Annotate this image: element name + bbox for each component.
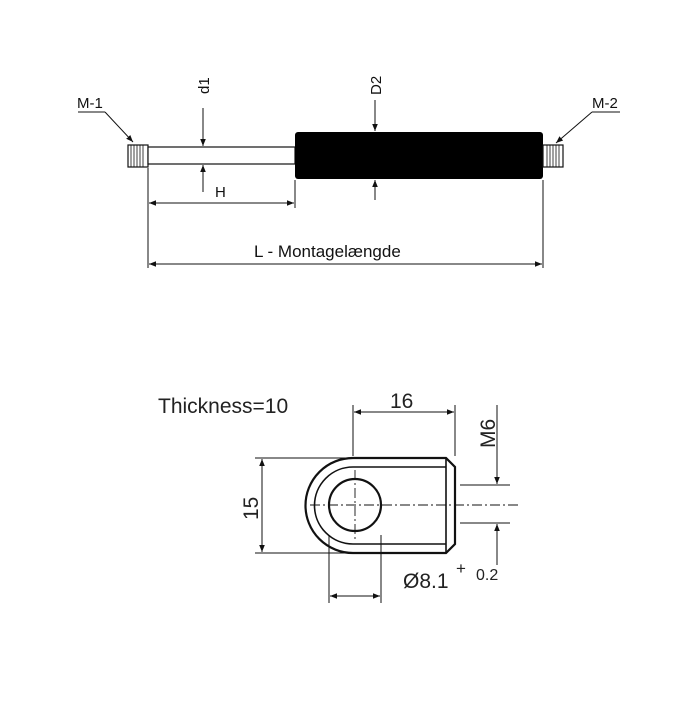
label-bore: Ø8.1 [403, 570, 449, 593]
eyelet-drawing: Thickness=10 16 M6 [158, 390, 520, 603]
thread-m1 [127, 144, 149, 168]
thread-m2 [542, 144, 564, 168]
dimension-15 [255, 457, 351, 554]
dimension-m6 [460, 405, 510, 565]
label-m6: M6 [477, 419, 500, 448]
label-m2: M-2 [592, 95, 618, 112]
gas-spring-drawing: M-1 M-2 d1 D2 H L - Mon [77, 76, 620, 268]
label-thickness: Thickness=10 [158, 395, 288, 418]
label-h: H [215, 184, 226, 201]
label-d1: d1 [196, 77, 213, 94]
piston-rod [147, 146, 296, 165]
dimension-16 [352, 405, 456, 456]
label-m1: M-1 [77, 95, 103, 112]
dimension-h [147, 168, 296, 268]
leader-m2 [555, 111, 620, 144]
label-l: L - Montagelængde [254, 242, 401, 261]
label-15: 15 [240, 497, 263, 520]
label-tol-plus: + [456, 559, 466, 578]
leader-m1 [78, 111, 134, 143]
label-d2: D2 [368, 76, 385, 95]
eyelet-inner-arc [313, 466, 354, 545]
dimension-bore [328, 535, 382, 603]
eyelet-shoulder [353, 458, 447, 553]
label-tol-val: 0.2 [476, 567, 498, 584]
label-16: 16 [390, 390, 413, 413]
center-lines [310, 470, 520, 540]
dimension-l [149, 180, 544, 268]
cylinder-body [295, 132, 543, 179]
